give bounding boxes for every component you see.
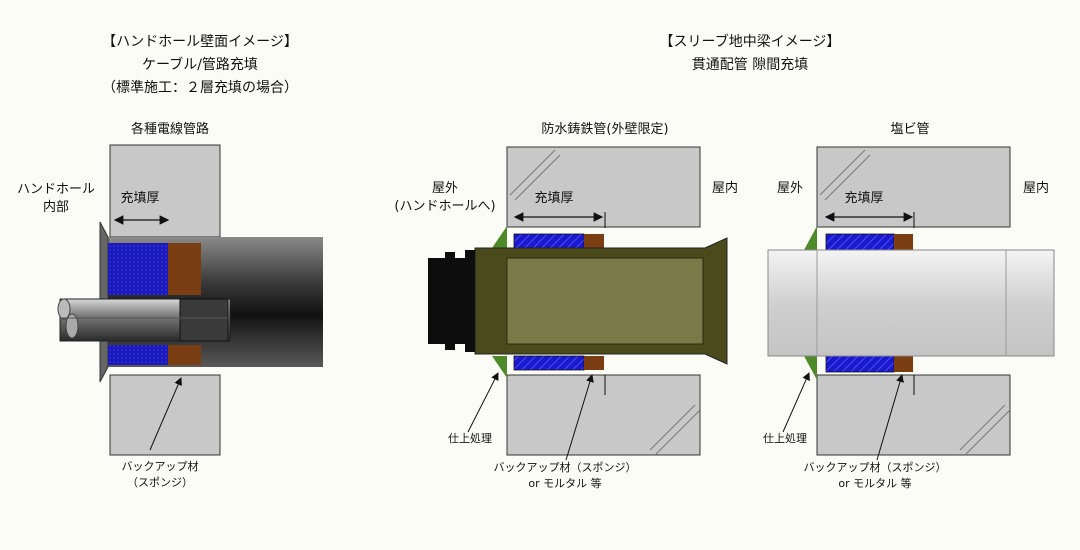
left-handhole-diagram bbox=[57, 144, 323, 456]
upper-filler bbox=[825, 233, 895, 251]
right-backup-line2: or モルタル 等 bbox=[838, 477, 912, 490]
left-thickness-label: 充填厚 bbox=[120, 191, 160, 206]
right-pipe-label: 塩ビ管 bbox=[890, 122, 930, 137]
right-outside-label: 屋外 bbox=[776, 181, 803, 196]
handhole-inner-line2: 内部 bbox=[42, 200, 69, 215]
pvc-pipe bbox=[767, 249, 1055, 357]
left-pipe-label: 各種電線管路 bbox=[130, 122, 209, 137]
upper-backup bbox=[584, 234, 604, 248]
handhole-inner-line1: ハンドホール bbox=[16, 182, 95, 197]
upper-backup bbox=[894, 234, 913, 250]
lower-finish bbox=[492, 356, 507, 378]
left-backup-line2: （スポンジ） bbox=[127, 476, 193, 489]
middle-backup-line2: or モルタル 等 bbox=[528, 477, 602, 490]
middle-thickness-label: 充填厚 bbox=[534, 191, 574, 206]
right-finish-label: 仕上処理 bbox=[763, 432, 807, 445]
backup-leader bbox=[149, 377, 182, 451]
lower-backup bbox=[168, 345, 201, 365]
lower-filler bbox=[108, 345, 168, 365]
cable-bundle bbox=[57, 298, 231, 342]
middle-outside-line1: 屋外 bbox=[431, 181, 458, 196]
backup-leader bbox=[565, 374, 594, 461]
lower-backup bbox=[584, 356, 604, 370]
pipe-end-cap bbox=[428, 250, 475, 352]
backup-leader bbox=[876, 374, 904, 461]
upper-wall bbox=[506, 146, 701, 228]
right-inside-label: 屋内 bbox=[1022, 181, 1049, 196]
right-thickness-label: 充填厚 bbox=[844, 191, 884, 206]
upper-backup bbox=[168, 243, 201, 295]
right-backup-line1: バックアップ材（スポンジ） bbox=[803, 461, 947, 474]
lower-finish bbox=[804, 356, 817, 380]
lower-filler bbox=[825, 355, 895, 373]
finish-leader bbox=[782, 372, 810, 433]
upper-filler bbox=[513, 233, 585, 249]
left-backup-line1: バックアップ材 bbox=[121, 460, 199, 473]
upper-filler bbox=[108, 243, 168, 295]
middle-backup-line1: バックアップ材（スポンジ） bbox=[493, 461, 637, 474]
middle-finish-label: 仕上処理 bbox=[448, 432, 492, 445]
middle-pipe-label: 防水鋳鉄管(外壁限定) bbox=[541, 122, 669, 137]
middle-outside-line2: (ハンドホールへ) bbox=[394, 199, 496, 214]
lower-backup bbox=[894, 356, 913, 372]
upper-finish bbox=[492, 226, 507, 248]
left-title-line3: （標準施工：２層充填の場合） bbox=[102, 80, 298, 96]
lower-filler bbox=[513, 355, 585, 371]
left-title-line1: 【ハンドホール壁面イメージ】 bbox=[102, 34, 298, 50]
right-title-line1: 【スリーブ地中梁イメージ】 bbox=[659, 34, 841, 50]
right-title-line2: 貫通配管 隙間充填 bbox=[691, 57, 809, 73]
left-title-line2: ケーブル/管路充填 bbox=[142, 57, 258, 73]
lower-wall bbox=[506, 374, 701, 456]
right-pvc-diagram bbox=[767, 146, 1055, 461]
middle-inside-label: 屋内 bbox=[711, 181, 738, 196]
finish-leader bbox=[467, 372, 499, 433]
upper-finish bbox=[804, 226, 817, 250]
middle-cast-iron-diagram bbox=[428, 146, 728, 461]
